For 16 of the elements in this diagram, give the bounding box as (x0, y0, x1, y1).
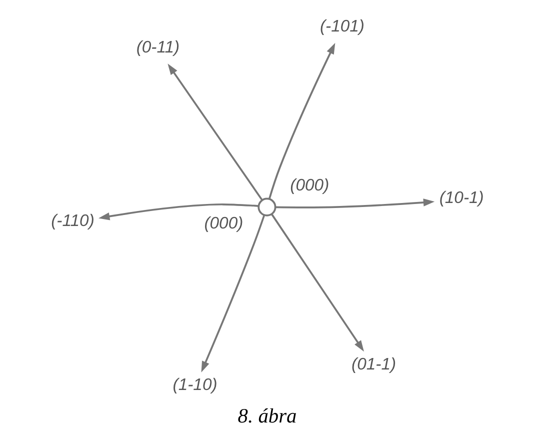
caption: 8. ábra (238, 406, 297, 428)
arrow (201, 214, 266, 372)
node-label: (000) (290, 175, 330, 194)
node-text: (-110) (51, 211, 94, 230)
arrow (268, 42, 336, 200)
node-text: (01-1) (352, 354, 396, 374)
node-text: (10-1) (439, 188, 484, 207)
arrow (271, 214, 364, 352)
arrow (168, 64, 263, 200)
node-text: (1-10) (172, 374, 218, 394)
node-circle (258, 198, 276, 216)
arrow (98, 203, 259, 220)
node-text: (-101) (320, 16, 365, 36)
arrow (275, 198, 435, 208)
node-text: (0-11) (136, 37, 180, 56)
node-label: (000) (204, 213, 244, 232)
